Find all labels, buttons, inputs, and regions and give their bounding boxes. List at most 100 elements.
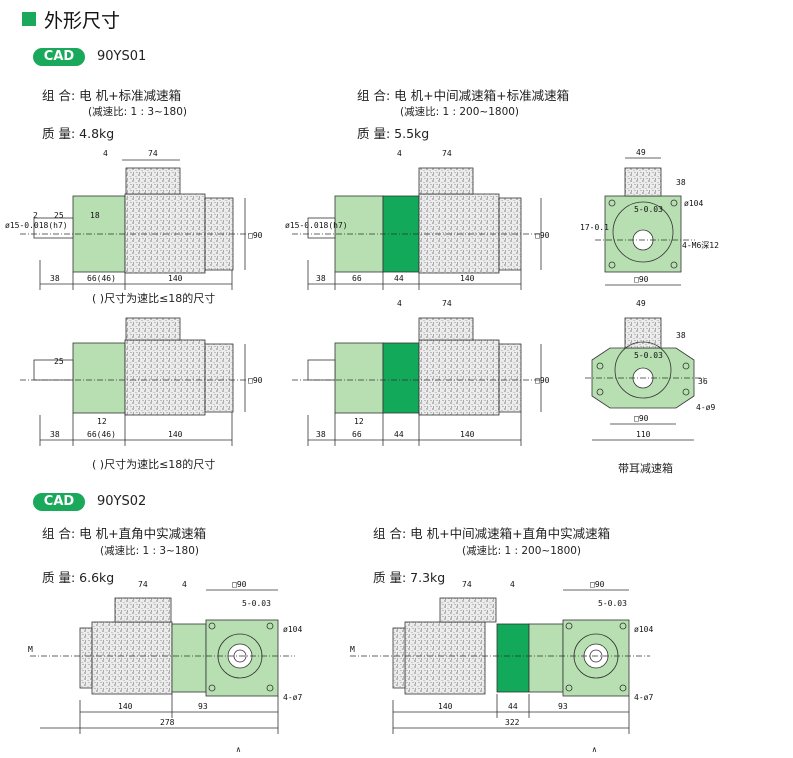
model-90ys01: 90YS01 bbox=[97, 49, 147, 64]
output-shaft bbox=[33, 217, 74, 239]
dim-38c: 38 bbox=[676, 178, 686, 187]
terminal-box bbox=[125, 167, 181, 195]
dim-36: 36 bbox=[698, 377, 708, 386]
mass-label-a: 质 量: 4.8kg bbox=[42, 126, 115, 141]
dim-4d: 4 bbox=[182, 580, 187, 589]
dim-74d: 74 bbox=[138, 580, 148, 589]
ratio-label-c: (减速比: 1 : 3~180) bbox=[100, 545, 199, 557]
drawing-motor-mid-std-gearbox-1 bbox=[292, 167, 542, 290]
dim-box90c: □90 bbox=[634, 275, 649, 284]
drawing-right-angle-gearbox-1 bbox=[30, 589, 295, 734]
dim-key5b: 5-0.03 bbox=[634, 351, 663, 360]
motor-body bbox=[418, 193, 500, 274]
front-view-ear bbox=[585, 317, 705, 441]
dim-66-46b: 66(46) bbox=[87, 430, 116, 439]
dim-66b: 66 bbox=[352, 430, 362, 439]
dim-66-46: 66(46) bbox=[87, 274, 116, 283]
dim-box90h: □90 bbox=[590, 580, 605, 589]
dim-m6: 4-M6深12 bbox=[682, 241, 719, 250]
dim-M2: M bbox=[350, 645, 355, 654]
dim-38d: 38 bbox=[50, 430, 60, 439]
combo-label-d: 组 合: 电 机+中间减速箱+直角中实减速箱 bbox=[373, 526, 611, 541]
arrow-a: ∧ bbox=[236, 745, 241, 754]
dim-110: 110 bbox=[636, 430, 651, 439]
note-ratio-a1: ( )尺寸为速比≤18的尺寸 bbox=[92, 292, 216, 305]
dim-49: 49 bbox=[636, 148, 646, 157]
dim-140: 140 bbox=[168, 274, 183, 283]
ratio-label-d: (减速比: 1 : 200~1800) bbox=[462, 545, 582, 557]
dim-140c: 140 bbox=[168, 430, 183, 439]
output-shaft bbox=[307, 217, 336, 239]
dim-4c: 4 bbox=[397, 299, 402, 308]
drawing-motor-std-gearbox-2 bbox=[20, 317, 250, 446]
dim-278: 278 bbox=[160, 718, 175, 727]
front-view-std bbox=[595, 157, 695, 286]
dim-140d: 140 bbox=[460, 430, 475, 439]
dim-phi104c: ø104 bbox=[634, 625, 653, 634]
section-marker bbox=[22, 12, 36, 26]
dim-box90f: □90 bbox=[634, 414, 649, 423]
motor-body bbox=[124, 193, 206, 274]
cad-badge-90ys02[interactable]: CAD bbox=[33, 493, 85, 511]
dim-4: 4 bbox=[103, 149, 108, 158]
dim-box90g: □90 bbox=[232, 580, 247, 589]
dim-74e: 74 bbox=[462, 580, 472, 589]
combo-label-a: 组 合: 电 机+标准减速箱 bbox=[42, 88, 182, 103]
dim-44c: 44 bbox=[508, 702, 518, 711]
dim-44: 44 bbox=[394, 274, 404, 283]
dim-49b: 49 bbox=[636, 299, 646, 308]
dim-4b: 4 bbox=[397, 149, 402, 158]
mass-label-b: 质 量: 5.5kg bbox=[357, 126, 430, 141]
dim-140b: 140 bbox=[460, 274, 475, 283]
dim-38f: 38 bbox=[676, 331, 686, 340]
drawing-right-angle-mid-gearbox bbox=[350, 589, 650, 734]
mass-label-c: 质 量: 6.6kg bbox=[42, 570, 115, 585]
dim-66: 66 bbox=[352, 274, 362, 283]
dim-38: 38 bbox=[50, 274, 60, 283]
dim-phi7b: 4-ø7 bbox=[634, 693, 653, 702]
arrow-b: ∧ bbox=[592, 745, 597, 754]
terminal-box bbox=[418, 167, 474, 195]
dim-12: 12 bbox=[97, 417, 107, 426]
dim-322: 322 bbox=[505, 718, 520, 727]
dim-74c: 74 bbox=[442, 299, 452, 308]
note-ratio-a2: ( )尺寸为速比≤18的尺寸 bbox=[92, 458, 216, 471]
ear-caption: 带耳减速箱 bbox=[618, 462, 673, 475]
dim-74b: 74 bbox=[442, 149, 452, 158]
dim-phi7: 4-ø7 bbox=[283, 693, 302, 702]
dim-M: M bbox=[28, 645, 33, 654]
dim-44b: 44 bbox=[394, 430, 404, 439]
ratio-label-a: (减速比: 1 : 3~180) bbox=[88, 106, 187, 118]
dim-2: 2 bbox=[33, 211, 38, 220]
dim-shaft-b: ø15-0.018(h7) bbox=[285, 221, 348, 230]
dim-shaft: ø15-0.018(h7) bbox=[5, 221, 68, 230]
cad-badge-90ys01[interactable]: CAD bbox=[33, 48, 85, 66]
dim-38b: 38 bbox=[316, 274, 326, 283]
dim-box90e: □90 bbox=[535, 376, 550, 385]
dim-18: 18 bbox=[90, 211, 100, 220]
dim-key5: 5-0.03 bbox=[634, 205, 663, 214]
ratio-label-b: (减速比: 1 : 200~1800) bbox=[400, 106, 520, 118]
dim-phi104b: ø104 bbox=[283, 625, 302, 634]
dim-4e: 4 bbox=[510, 580, 515, 589]
dim-key5c: 5-0.03 bbox=[242, 599, 271, 608]
model-90ys02: 90YS02 bbox=[97, 494, 147, 509]
dim-74: 74 bbox=[148, 149, 158, 158]
dim-25b: 25 bbox=[54, 357, 64, 366]
dim-box90b: □90 bbox=[535, 231, 550, 240]
dim-key5d: 5-0.03 bbox=[598, 599, 627, 608]
dim-93b: 93 bbox=[558, 702, 568, 711]
drawing-motor-std-gearbox-1 bbox=[20, 159, 250, 290]
combo-label-c: 组 合: 电 机+直角中实减速箱 bbox=[42, 526, 207, 541]
dim-phi9: 4-ø9 bbox=[696, 403, 715, 412]
dim-93: 93 bbox=[198, 702, 208, 711]
combo-label-b: 组 合: 电 机+中间减速箱+标准减速箱 bbox=[357, 88, 570, 103]
drawing-motor-mid-std-gearbox-2 bbox=[292, 317, 542, 446]
dim-17: 17-0.1 bbox=[580, 223, 609, 232]
dim-box90d: □90 bbox=[248, 376, 263, 385]
dim-phi104: ø104 bbox=[684, 199, 703, 208]
dim-140e: 140 bbox=[118, 702, 133, 711]
dim-38e: 38 bbox=[316, 430, 326, 439]
mass-label-d: 质 量: 7.3kg bbox=[373, 570, 446, 585]
